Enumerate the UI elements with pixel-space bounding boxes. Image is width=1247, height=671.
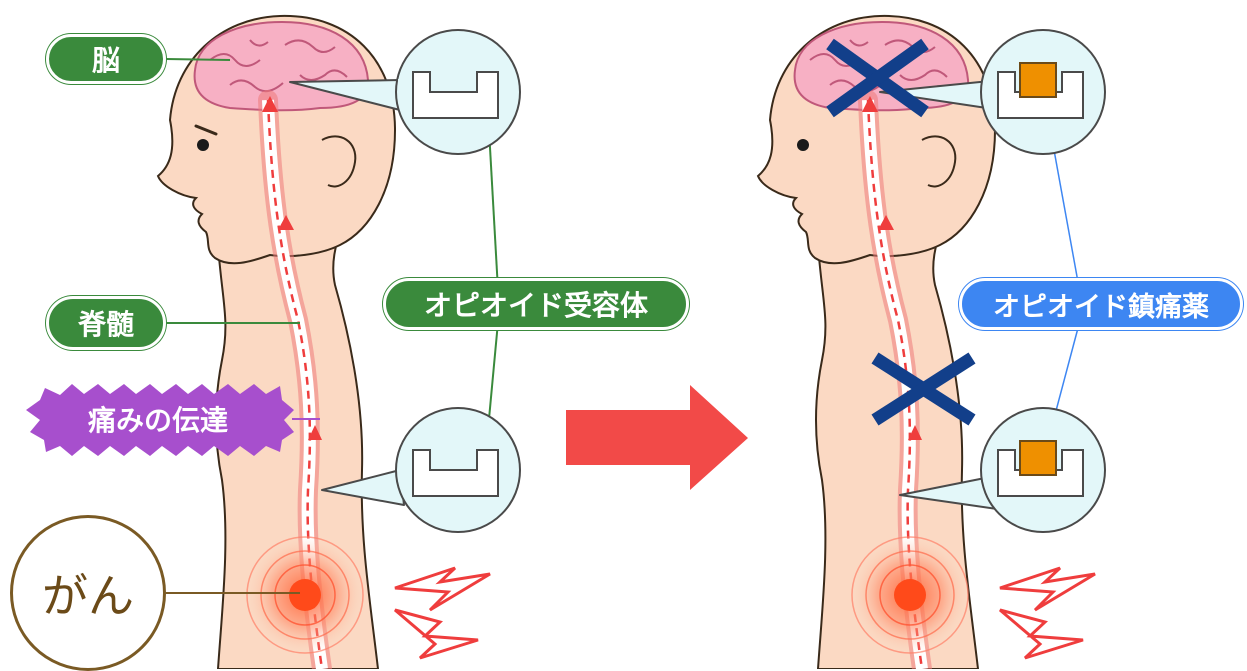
analgesic-drug-icon: [1020, 441, 1056, 475]
arrow-right-icon: [566, 385, 748, 490]
left-tumor: [289, 579, 321, 611]
cancer-label: がん: [10, 515, 166, 671]
lightning-pain-icon: [1000, 568, 1095, 658]
left-eye: [197, 139, 209, 151]
lightning-pain-icon: [395, 568, 490, 658]
pain-transmission-label: 痛みの伝達: [24, 384, 292, 454]
right-figure: [758, 16, 1105, 669]
spinal-cord-label: 脊髄: [46, 296, 166, 350]
opioid-receptor-label: オピオイド受容体: [383, 278, 689, 330]
right-eye: [797, 139, 809, 151]
opioid-analgesic-label: オピオイド鎮痛薬: [959, 278, 1243, 330]
analgesic-drug-icon: [1020, 63, 1056, 97]
right-tumor: [894, 579, 926, 611]
brain-label: 脳: [46, 34, 166, 84]
